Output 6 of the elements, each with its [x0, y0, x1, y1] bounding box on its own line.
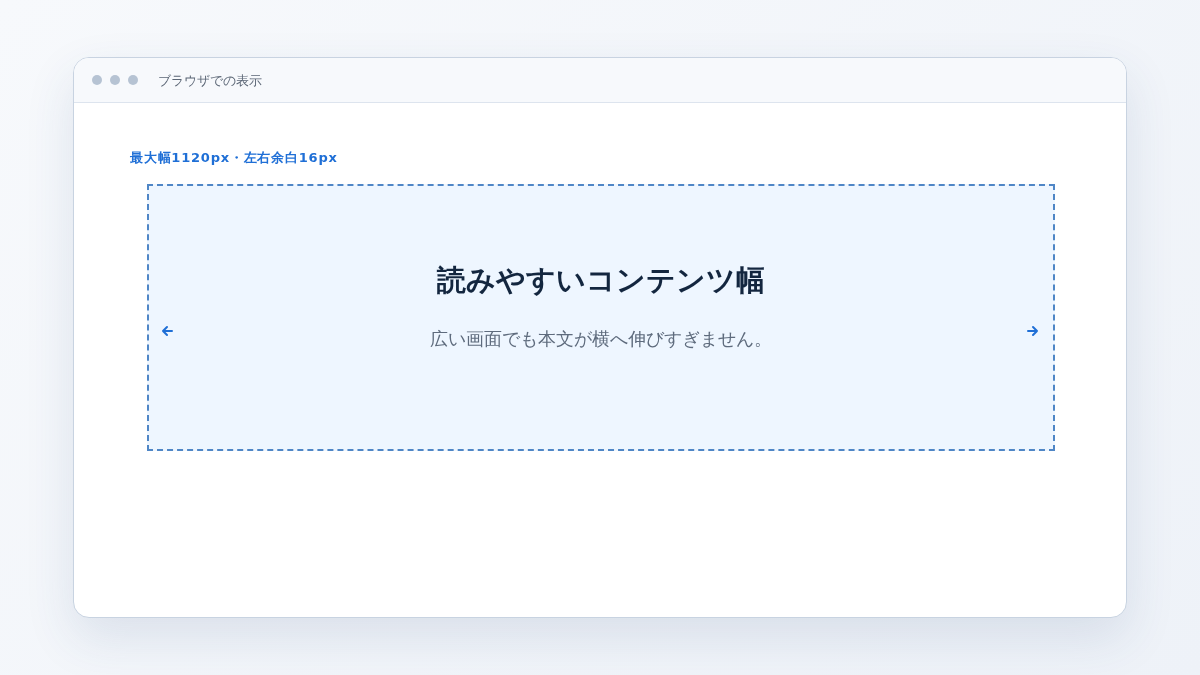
width-caption: 最大幅1120px・左右余白16px: [130, 150, 338, 166]
content-body: 広い画面でも本文が横へ伸びすぎません。: [430, 327, 772, 351]
window-title: ブラウザでの表示: [158, 73, 262, 87]
content-heading: 読みやすいコンテンツ幅: [437, 262, 765, 298]
content-area: [147, 184, 1055, 451]
browser-window: [73, 57, 1127, 618]
